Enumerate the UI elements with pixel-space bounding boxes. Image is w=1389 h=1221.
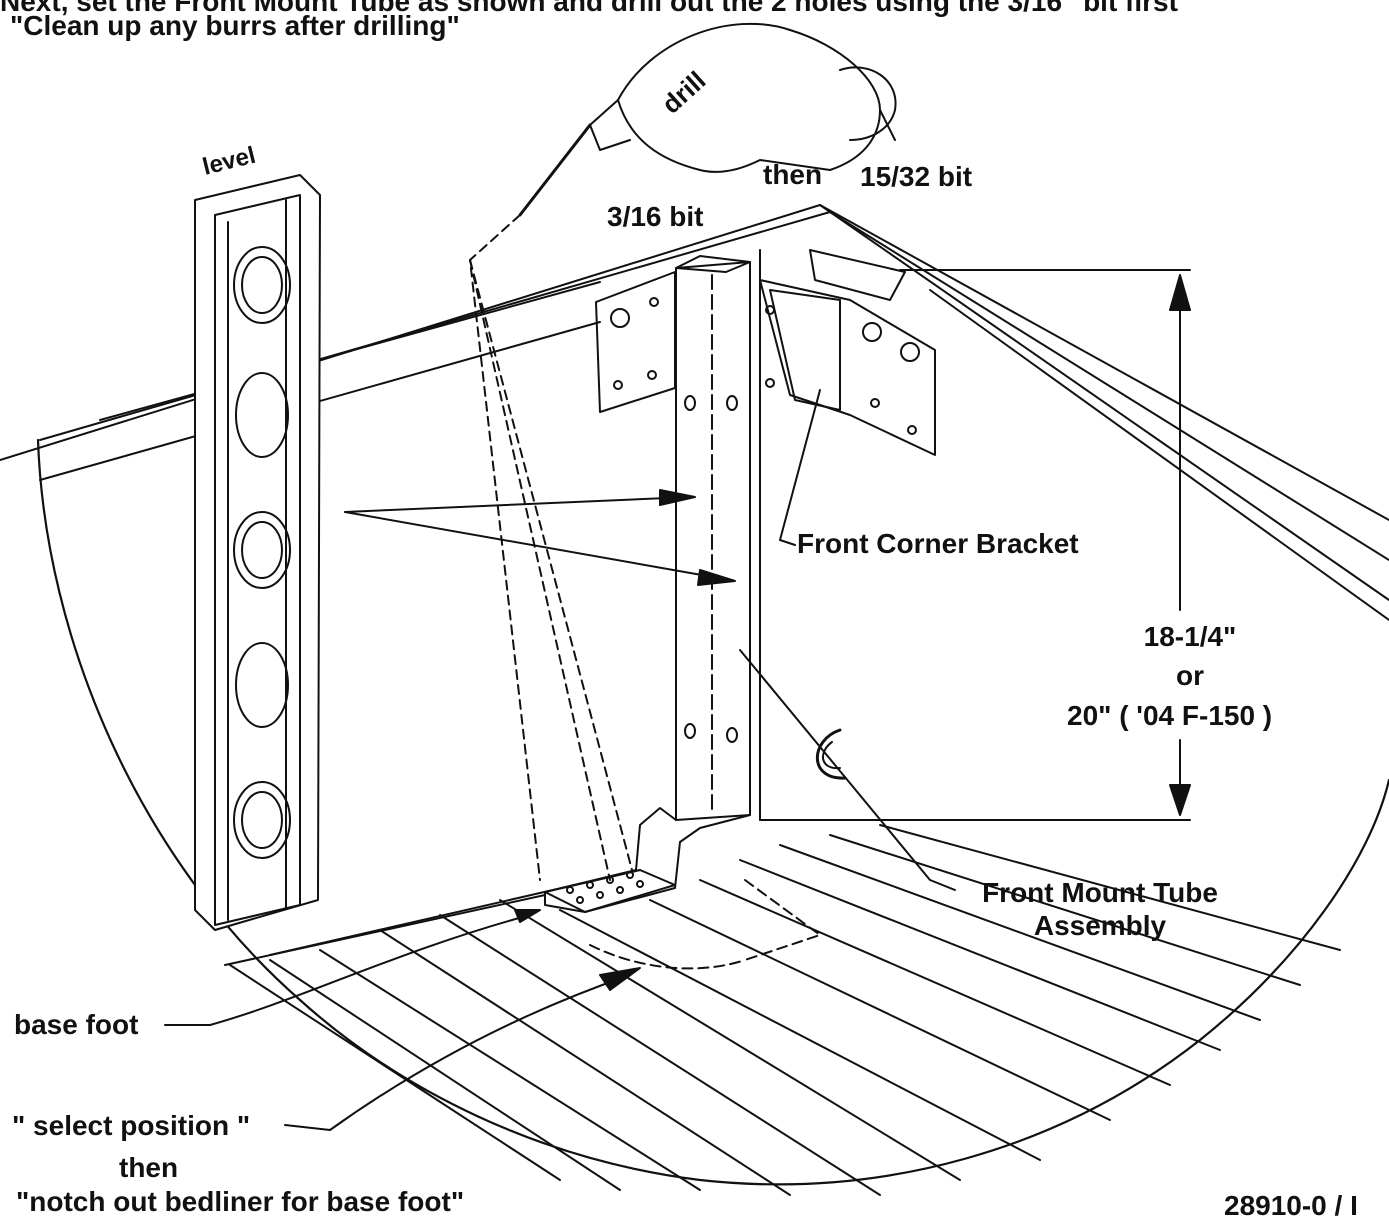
bed-rail-mid-2 bbox=[99, 281, 601, 421]
bed-rail-right-2 bbox=[929, 289, 1389, 621]
magnifier-circle-outline bbox=[36, 438, 1389, 1186]
front-corner-bracket-channel bbox=[769, 289, 841, 411]
bed-floor-ribs bbox=[224, 824, 1341, 1196]
front-corner-bracket-plate-left bbox=[595, 271, 676, 413]
front-mount-tube-top bbox=[675, 255, 751, 273]
drill-tool bbox=[518, 22, 897, 217]
front-mount-tube-label-2: Assembly bbox=[1033, 910, 1167, 941]
front-wall-slot bbox=[809, 249, 906, 301]
dimension-line3: 20" ( '04 F-150 ) bbox=[1067, 700, 1273, 731]
bed-rail-right bbox=[829, 211, 1389, 561]
front-corner-bracket-label: Front Corner Bracket bbox=[797, 528, 1079, 559]
dimension-line2: or bbox=[1176, 660, 1204, 691]
dimension-arrow-bottom bbox=[1169, 784, 1191, 816]
select-position-label: " select position " bbox=[12, 1110, 251, 1141]
part-number: 28910-0 / I bbox=[1224, 1190, 1358, 1221]
level-label: level bbox=[200, 142, 258, 181]
bit-15-32-label: 15/32 bit bbox=[860, 161, 973, 192]
then-bit-label: then bbox=[763, 159, 823, 190]
front-mount-tube-label-1: Front Mount Tube bbox=[982, 877, 1218, 908]
header-note: "Clean up any burrs after drilling" bbox=[10, 10, 460, 41]
bed-rail-top-inner bbox=[39, 211, 831, 441]
notch-out-label: "notch out bedliner for base foot" bbox=[16, 1186, 465, 1217]
front-corner-bracket-plate-right bbox=[759, 279, 936, 456]
then-notch-label: then bbox=[119, 1152, 179, 1183]
base-foot-label: base foot bbox=[14, 1009, 139, 1040]
dimension-line1: 18-1/4" bbox=[1143, 621, 1237, 652]
header-cut-line: Next, set the Front Mount Tube as shown … bbox=[0, 0, 1178, 17]
base-foot bbox=[544, 807, 751, 913]
notch-outline bbox=[589, 944, 746, 970]
bit-3-16-label: 3/16 bit bbox=[607, 201, 704, 232]
dimension-arrow-top bbox=[1169, 274, 1191, 311]
tube-clip bbox=[815, 728, 847, 780]
level-tool bbox=[194, 174, 321, 931]
